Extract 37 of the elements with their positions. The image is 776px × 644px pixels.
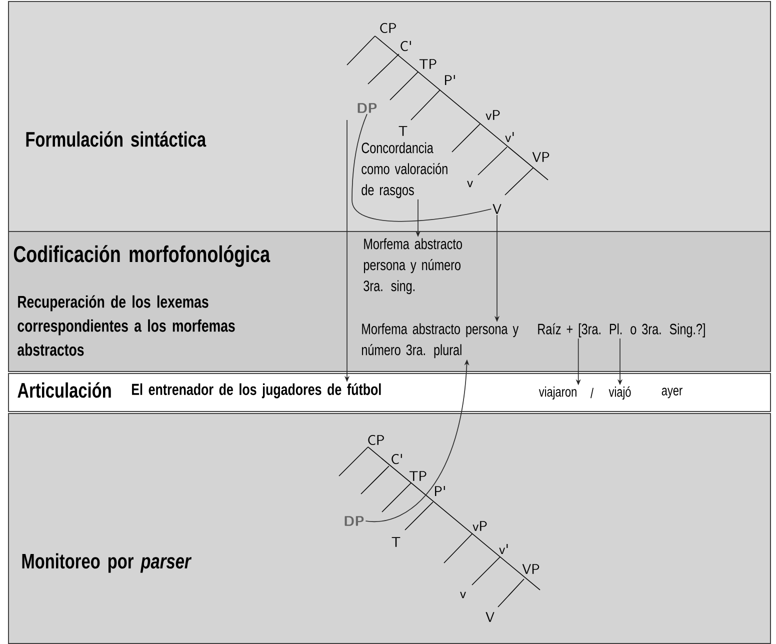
band-heading: Codificación morfofonológica — [14, 245, 270, 267]
tree-label: CP — [368, 434, 384, 445]
tree-label: v' — [499, 544, 508, 554]
text-label: Raíz + [3ra. Pl. o 3ra. Sing.?] — [538, 323, 705, 338]
tree-label: T — [398, 126, 408, 136]
tree-label: vP — [486, 110, 500, 120]
band-heading: Formulación sintáctica — [26, 131, 206, 147]
text-label: viajaron — [538, 386, 576, 400]
text-label: viajó — [608, 386, 631, 400]
tree-label: v' — [505, 132, 514, 142]
tree-label: v — [467, 180, 473, 188]
band-heading: Articulación — [18, 382, 111, 398]
tree-label: V — [486, 612, 494, 622]
band-heading: Recuperación de los lexemas correspondientes a los morfemas abstractos — [18, 295, 235, 356]
tree-label: T — [392, 537, 400, 547]
tree-label: DP — [358, 103, 377, 113]
text-label: Concordancia como valoración de rasgos — [362, 142, 448, 198]
tree-label: VP — [522, 564, 540, 574]
tree-label: TP — [419, 59, 436, 69]
text-label: El entrenador de los jugadores de fútbol — [132, 383, 381, 398]
band-heading: Monitoreo por parser — [22, 553, 192, 573]
tree-label: V — [492, 204, 502, 214]
tree-label: v — [460, 592, 466, 598]
tree-label: DP — [344, 516, 364, 526]
tree-label: VP — [532, 152, 550, 162]
tree-label: CP — [380, 22, 396, 33]
tree-label: P' — [435, 486, 445, 496]
tree-label: TP — [409, 471, 426, 481]
connector-line — [352, 114, 492, 222]
tree-label: P' — [445, 75, 455, 85]
tree-label: C' — [400, 40, 411, 52]
tree-label: vP — [472, 521, 487, 531]
text-label: Morfema abstracto persona y número 3ra. sing. — [364, 238, 462, 294]
text-label: ayer — [662, 388, 682, 398]
text-label: / — [590, 388, 594, 398]
text-label: Morfema abstracto persona y número 3ra. plural — [362, 323, 519, 358]
tree-label: C' — [392, 454, 402, 464]
